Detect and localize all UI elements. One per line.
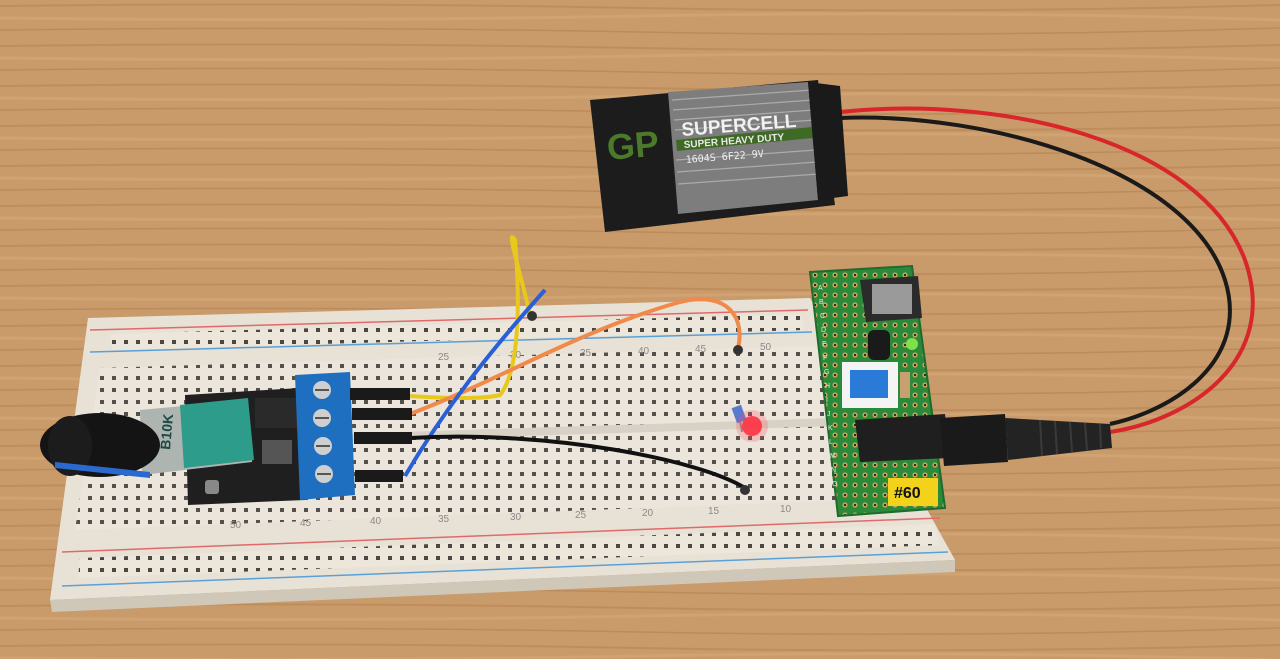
- dc-barrel-plug: [940, 414, 1112, 466]
- row-letter: G: [824, 369, 829, 376]
- col-number: 20: [642, 508, 654, 519]
- row-letter: I: [826, 397, 828, 404]
- power-module-perfboard: #60 A B C D E F G H I J K L M N O: [808, 264, 950, 518]
- battery-brand: GP: [605, 123, 660, 168]
- potentiometer: B10K: [40, 398, 254, 478]
- col-number: 50: [230, 520, 242, 531]
- module-tag: #60: [894, 485, 921, 502]
- battery-9v: GP SUPERCELL SUPER HEAVY DUTY 1604S 6F22…: [590, 80, 848, 232]
- col-number: 40: [638, 346, 650, 357]
- battery-red-wire: [839, 106, 1255, 434]
- col-number: 45: [300, 518, 312, 529]
- row-letter: A: [818, 285, 823, 292]
- row-letter: K: [828, 425, 833, 432]
- black-jumper: [409, 434, 747, 490]
- jumper-end: [733, 345, 743, 355]
- row-letter: F: [823, 355, 827, 362]
- col-number: 30: [510, 512, 522, 523]
- col-number: 10: [780, 504, 792, 515]
- blue-jumper: [403, 288, 547, 478]
- orange-jumper: [409, 297, 742, 416]
- col-number: 35: [580, 348, 592, 359]
- col-number: 35: [438, 514, 450, 525]
- row-letter: D: [821, 327, 826, 334]
- col-number: 25: [438, 352, 450, 363]
- row-letter: M: [830, 453, 836, 460]
- col-number: 25: [575, 510, 587, 521]
- row-letter: N: [831, 467, 836, 474]
- red-led: [731, 404, 768, 442]
- green-led: [906, 338, 918, 350]
- row-letter: L: [829, 439, 833, 446]
- jumper-end: [527, 311, 537, 321]
- pot-value: B10K: [157, 413, 176, 450]
- col-number: 50: [760, 342, 772, 353]
- jumper-end: [740, 485, 750, 495]
- row-letter: O: [832, 481, 838, 488]
- row-letter: E: [822, 341, 827, 348]
- row-letter: C: [820, 313, 825, 320]
- col-number: 40: [370, 516, 382, 527]
- row-letter: B: [819, 299, 824, 306]
- screw-terminal-block: [295, 372, 412, 500]
- row-letter: J: [827, 411, 831, 418]
- col-number: 15: [708, 506, 720, 517]
- row-letter: H: [825, 383, 830, 390]
- col-number: 45: [695, 344, 707, 355]
- battery-black-wire: [839, 115, 1232, 426]
